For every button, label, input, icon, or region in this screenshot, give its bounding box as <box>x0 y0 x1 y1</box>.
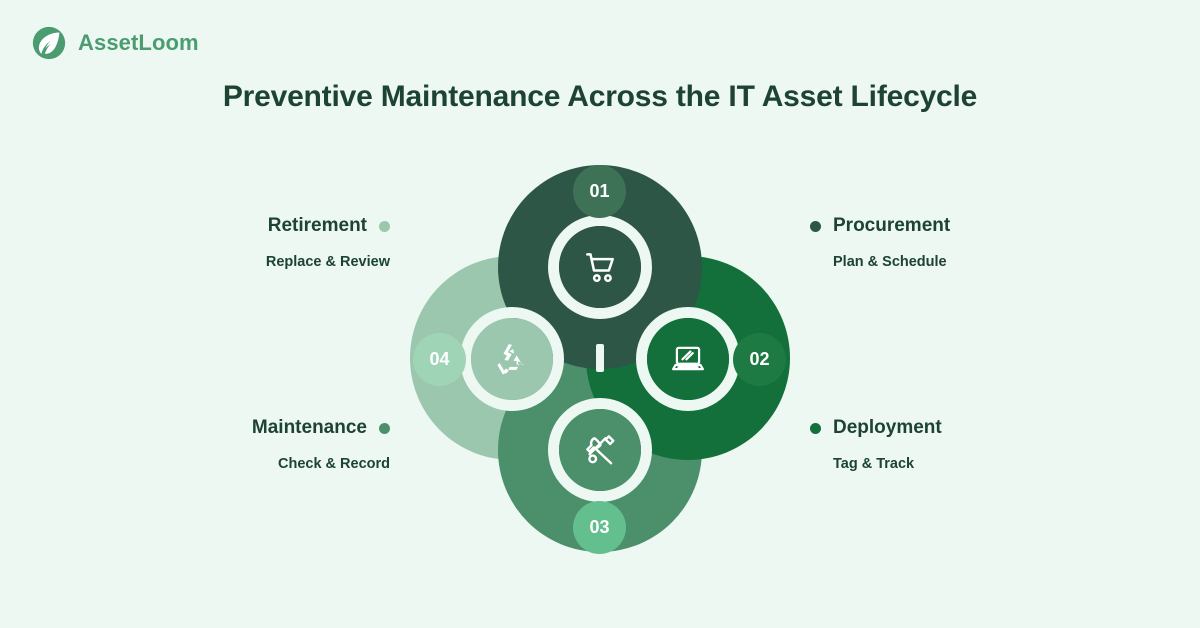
shopping-cart-icon <box>581 248 619 286</box>
label-deployment-subtitle: Tag & Track <box>833 456 915 472</box>
bullet-dot-maintenance <box>379 422 390 434</box>
page-title: Preventive Maintenance Across the IT Ass… <box>222 80 978 113</box>
label-retirement[interactable]: Retirement Replace & Review <box>130 215 390 270</box>
label-procurement-head: Procurement <box>810 215 1070 237</box>
label-maintenance-subtitle: Check & Record <box>277 456 390 472</box>
center-notch <box>596 344 604 372</box>
label-maintenance[interactable]: Maintenance Check & Record <box>130 417 390 472</box>
icon-disc-procurement[interactable] <box>559 226 641 308</box>
icon-disc-retirement[interactable] <box>471 318 553 400</box>
icon-disc-deployment[interactable] <box>647 318 729 400</box>
recycle-icon <box>493 340 531 378</box>
label-deployment[interactable]: Deployment Tag & Track <box>810 417 1070 472</box>
label-deployment-head: Deployment <box>810 417 1070 439</box>
ring-maintenance <box>548 398 652 502</box>
badge-02: 02 <box>733 333 786 386</box>
laptop-icon <box>669 340 707 378</box>
label-deployment-title: Deployment <box>833 417 942 438</box>
ring-procurement <box>548 215 652 319</box>
label-retirement-subtitle: Replace & Review <box>265 254 390 270</box>
bullet-dot-procurement <box>810 220 821 232</box>
label-procurement-subtitle: Plan & Schedule <box>833 254 947 270</box>
lifecycle-diagram: 01 02 03 04 <box>408 160 792 560</box>
label-maintenance-head: Maintenance <box>130 417 390 439</box>
badge-01: 01 <box>573 165 626 218</box>
brand-name: AssetLoom <box>78 30 199 55</box>
badge-03: 03 <box>573 501 626 554</box>
icon-disc-maintenance[interactable] <box>559 409 641 491</box>
badge-04: 04 <box>413 333 466 386</box>
tools-wrench-screwdriver-icon <box>581 431 619 469</box>
label-procurement-title: Procurement <box>833 215 951 236</box>
brand-logo: AssetLoom <box>30 24 199 62</box>
label-retirement-head: Retirement <box>130 215 390 237</box>
label-maintenance-title: Maintenance <box>251 417 367 438</box>
leaf-circle-logo-icon <box>30 24 68 62</box>
bullet-dot-retirement <box>379 220 390 232</box>
bullet-dot-deployment <box>810 422 821 434</box>
label-procurement[interactable]: Procurement Plan & Schedule <box>810 215 1070 270</box>
label-retirement-title: Retirement <box>267 215 367 236</box>
